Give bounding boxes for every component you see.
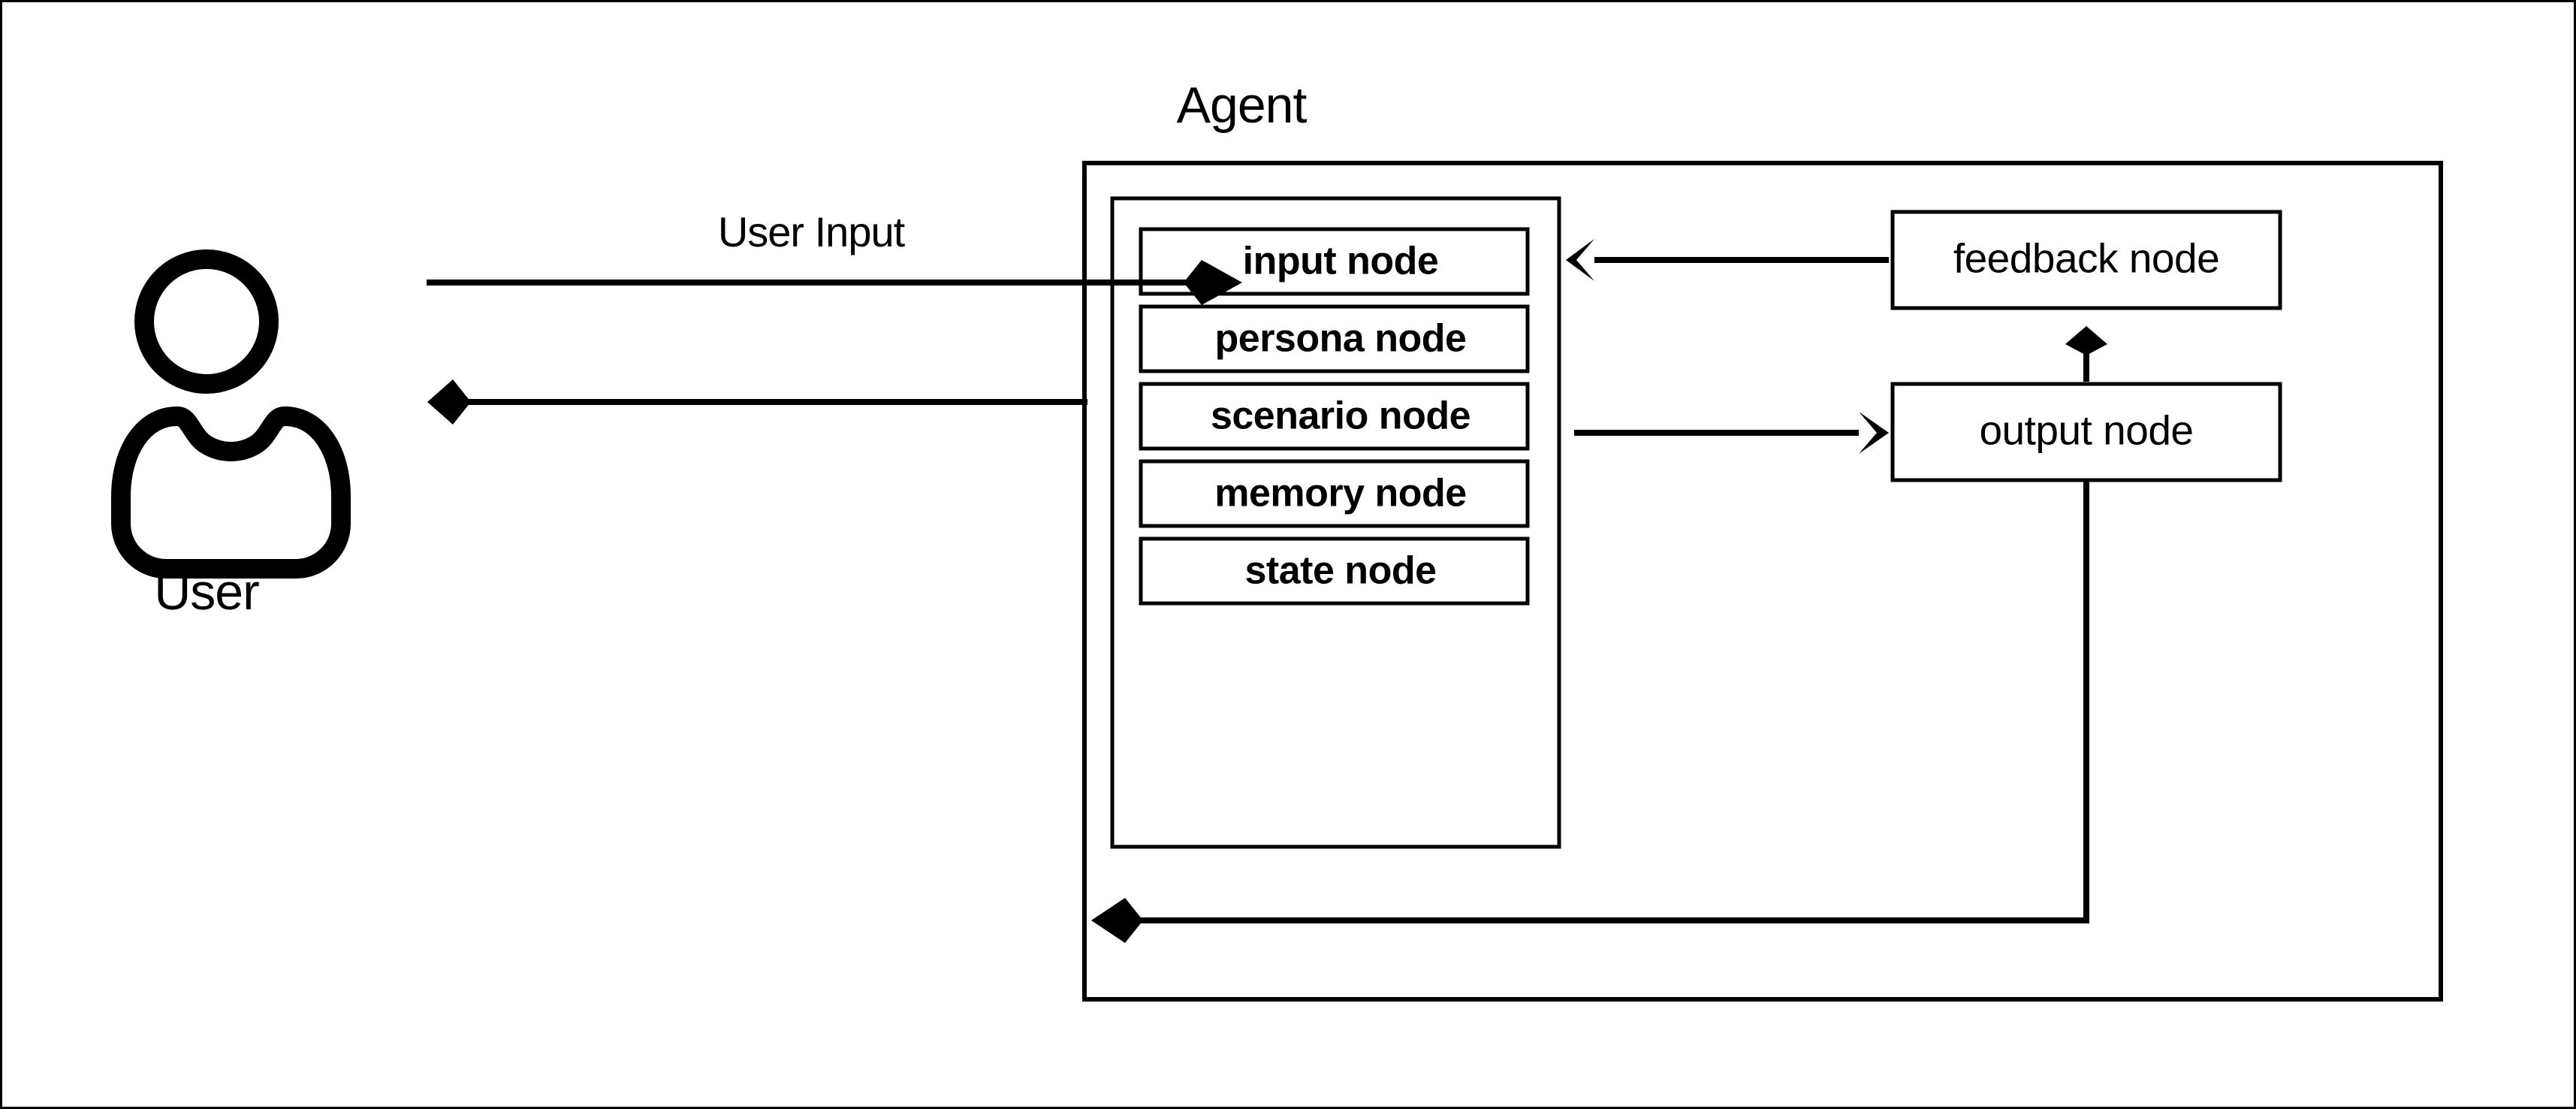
edge-output-to-feedback — [2065, 326, 2107, 382]
state-node-box[interactable] — [1139, 536, 1530, 606]
user-input-edge-label: User Input — [718, 208, 906, 255]
memory-node-label: memory node — [1214, 472, 1466, 515]
persona-node[interactable]: persona node — [1139, 304, 1530, 373]
memory-node-box[interactable] — [1139, 459, 1530, 528]
scenario-node-label: scenario node — [1211, 394, 1470, 438]
persona-node-label: persona node — [1215, 317, 1467, 361]
agent-title: Agent — [1177, 77, 1308, 134]
output-node-label: output node — [1979, 407, 2193, 454]
user-actor: User — [111, 249, 351, 621]
agent-frame — [1082, 161, 2443, 1002]
edge-user-input: User Input — [427, 208, 1242, 305]
inner-node-group-frame — [1110, 196, 1561, 849]
arrow-head-output-loop-back — [1091, 898, 1143, 943]
state-node[interactable]: state node — [1139, 536, 1530, 606]
arrow-head-user-input — [1184, 260, 1242, 305]
arrow-head-feedback-to-input — [1566, 239, 1594, 281]
state-node-label: state node — [1244, 549, 1436, 593]
edge-output-loop-back — [1091, 480, 2089, 943]
input-node-box[interactable] — [1139, 227, 1530, 296]
feedback-node[interactable]: feedback node — [1890, 210, 2282, 310]
arrow-head-persona-to-output — [1859, 412, 1889, 454]
arrow-head-output-to-feedback — [2065, 326, 2107, 355]
memory-node[interactable]: memory node — [1139, 459, 1530, 528]
arrow-head-agent-response — [427, 379, 471, 425]
scenario-node-box[interactable] — [1139, 382, 1530, 451]
user-person-icon — [111, 249, 351, 579]
edge-feedback-to-input — [1566, 239, 1889, 281]
input-node-label: input node — [1243, 240, 1439, 283]
user-label: User — [154, 564, 259, 621]
output-node[interactable]: output node — [1890, 382, 2282, 482]
feedback-node-box[interactable] — [1890, 210, 2282, 310]
edge-agent-response — [427, 379, 1087, 425]
persona-node-box[interactable] — [1139, 304, 1530, 373]
feedback-node-label: feedback node — [1953, 235, 2219, 282]
input-node[interactable]: input node — [1139, 227, 1530, 296]
scenario-node[interactable]: scenario node — [1139, 382, 1530, 451]
edge-persona-to-output — [1574, 412, 1889, 454]
